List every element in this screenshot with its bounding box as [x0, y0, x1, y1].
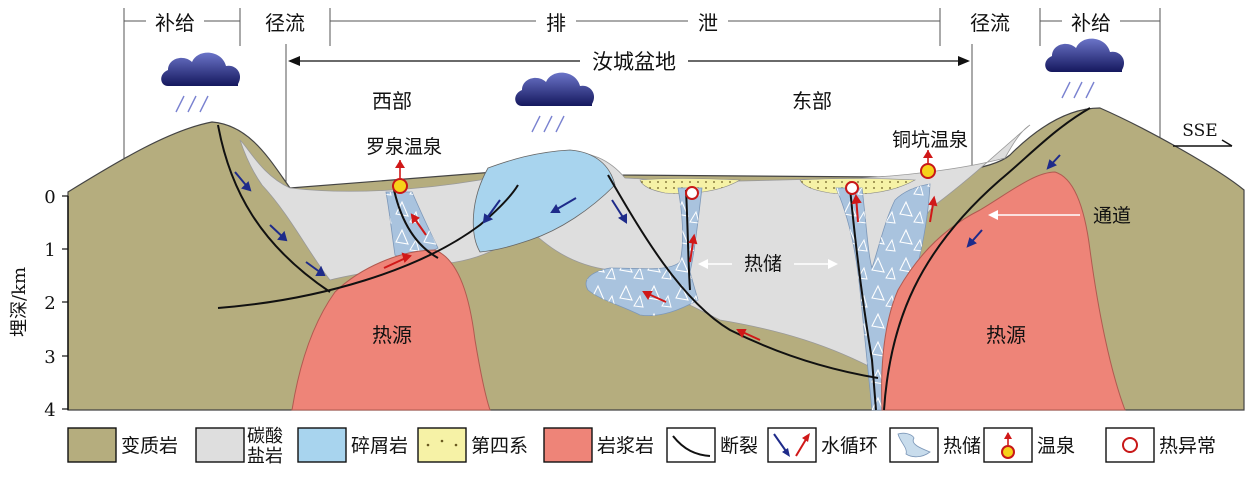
fault-1 [217, 124, 331, 293]
cloud-icon-left [161, 52, 241, 113]
runoff-left-label: 径流 [265, 11, 305, 35]
legend-label-heat-anomaly: 热异常 [1159, 435, 1216, 457]
magmatic-rock-left [291, 249, 491, 411]
heat-source-left-label: 热源 [372, 323, 412, 347]
legend-label-water-cycle: 水循环 [821, 435, 878, 457]
legend-swatch-clastic [297, 427, 347, 463]
blue-flow-arrows [234, 154, 1061, 276]
reservoir-pattern-east [836, 184, 930, 410]
fault-line-icon [672, 435, 711, 457]
fault-2 [217, 184, 519, 309]
legend-swatch-magmatic [543, 427, 593, 463]
depth-tick-0: 0 [44, 187, 55, 208]
heat-anomaly-icon [1122, 437, 1138, 453]
recharge-right-label: 补给 [1071, 11, 1111, 35]
legend-label-clastic: 碎屑岩 [351, 435, 408, 457]
legend-label-reservoir: 热储 [943, 435, 981, 457]
discharge-label-1: 排 [546, 11, 566, 35]
discharge-label-2: 泄 [698, 11, 718, 35]
depth-axis: 0 1 2 3 4 埋深/km [9, 187, 69, 421]
basin-label: 汝城盆地 [592, 50, 676, 74]
legend-swatch-carbonate [195, 427, 245, 463]
legend-label-magmatic: 岩浆岩 [597, 435, 654, 457]
west-spring-marker [392, 160, 408, 194]
depth-tick-3: 3 [44, 347, 55, 368]
runoff-right-label: 径流 [970, 11, 1010, 35]
fault-lines [217, 107, 1091, 411]
reservoir-pattern-central [586, 188, 702, 316]
reservoir-callout [698, 259, 838, 269]
region-east-label: 东部 [792, 89, 832, 113]
legend-swatch-quaternary [417, 427, 467, 463]
legend-swatch-metamorphic [67, 427, 117, 463]
legend-label-metamorphic: 变质岩 [121, 435, 178, 457]
quaternary-deposit-west-dots [640, 178, 740, 194]
heat-source-right-label: 热源 [986, 323, 1026, 347]
fault-3 [392, 184, 439, 259]
clastic-rock-area [472, 149, 616, 253]
east-spring-marker [920, 150, 936, 179]
direction-arrow-icon [1173, 139, 1233, 147]
legend-label-hot-spring: 温泉 [1037, 435, 1075, 457]
reservoir-icon [897, 432, 931, 458]
channel-label: 通道 [1093, 205, 1131, 227]
depth-tick-1: 1 [44, 240, 55, 261]
legend-label-fault: 断裂 [720, 435, 758, 457]
legend-label-carbonate: 碳酸 盐岩 [247, 426, 289, 467]
channel-callout [988, 210, 1080, 220]
reservoir-label: 热储 [744, 253, 782, 275]
red-flow-arrows [383, 193, 938, 341]
cloud-icon-right [1045, 38, 1125, 99]
hot-spring-icon [1001, 432, 1015, 459]
legend-label-quaternary: 第四系 [471, 435, 528, 457]
fault-4 [607, 174, 879, 379]
direction-label: SSE [1182, 121, 1217, 141]
water-cycle-arrows-icon [773, 433, 810, 457]
cloud-icon-middle [515, 72, 595, 133]
legend-quaternary-dots [426, 439, 458, 447]
depth-axis-title: 埋深/km [9, 267, 30, 337]
legend-swatch-fault [666, 427, 716, 463]
depth-tick-4: 4 [44, 400, 55, 421]
depth-tick-2: 2 [44, 293, 55, 314]
legend-swatch-water-cycle [767, 427, 817, 463]
spring-east-label: 铜坑温泉 [892, 129, 968, 151]
recharge-left-label: 补给 [155, 11, 195, 35]
fault-7 [883, 107, 1091, 411]
basin-extent-arrow [288, 56, 970, 66]
fault-5 [685, 189, 691, 291]
heat-anomaly-east [845, 181, 859, 195]
zone-bar [123, 8, 1161, 190]
spring-west-label: 罗泉温泉 [366, 136, 442, 158]
magmatic-rock-right [881, 171, 1126, 411]
fault-6 [849, 187, 877, 411]
region-west-label: 西部 [372, 89, 412, 113]
heat-anomaly-central [685, 186, 699, 200]
legend: 变质岩 碳酸 盐岩 碎屑岩 第四系 岩浆岩 断裂 水循环 热储 [67, 426, 1216, 467]
